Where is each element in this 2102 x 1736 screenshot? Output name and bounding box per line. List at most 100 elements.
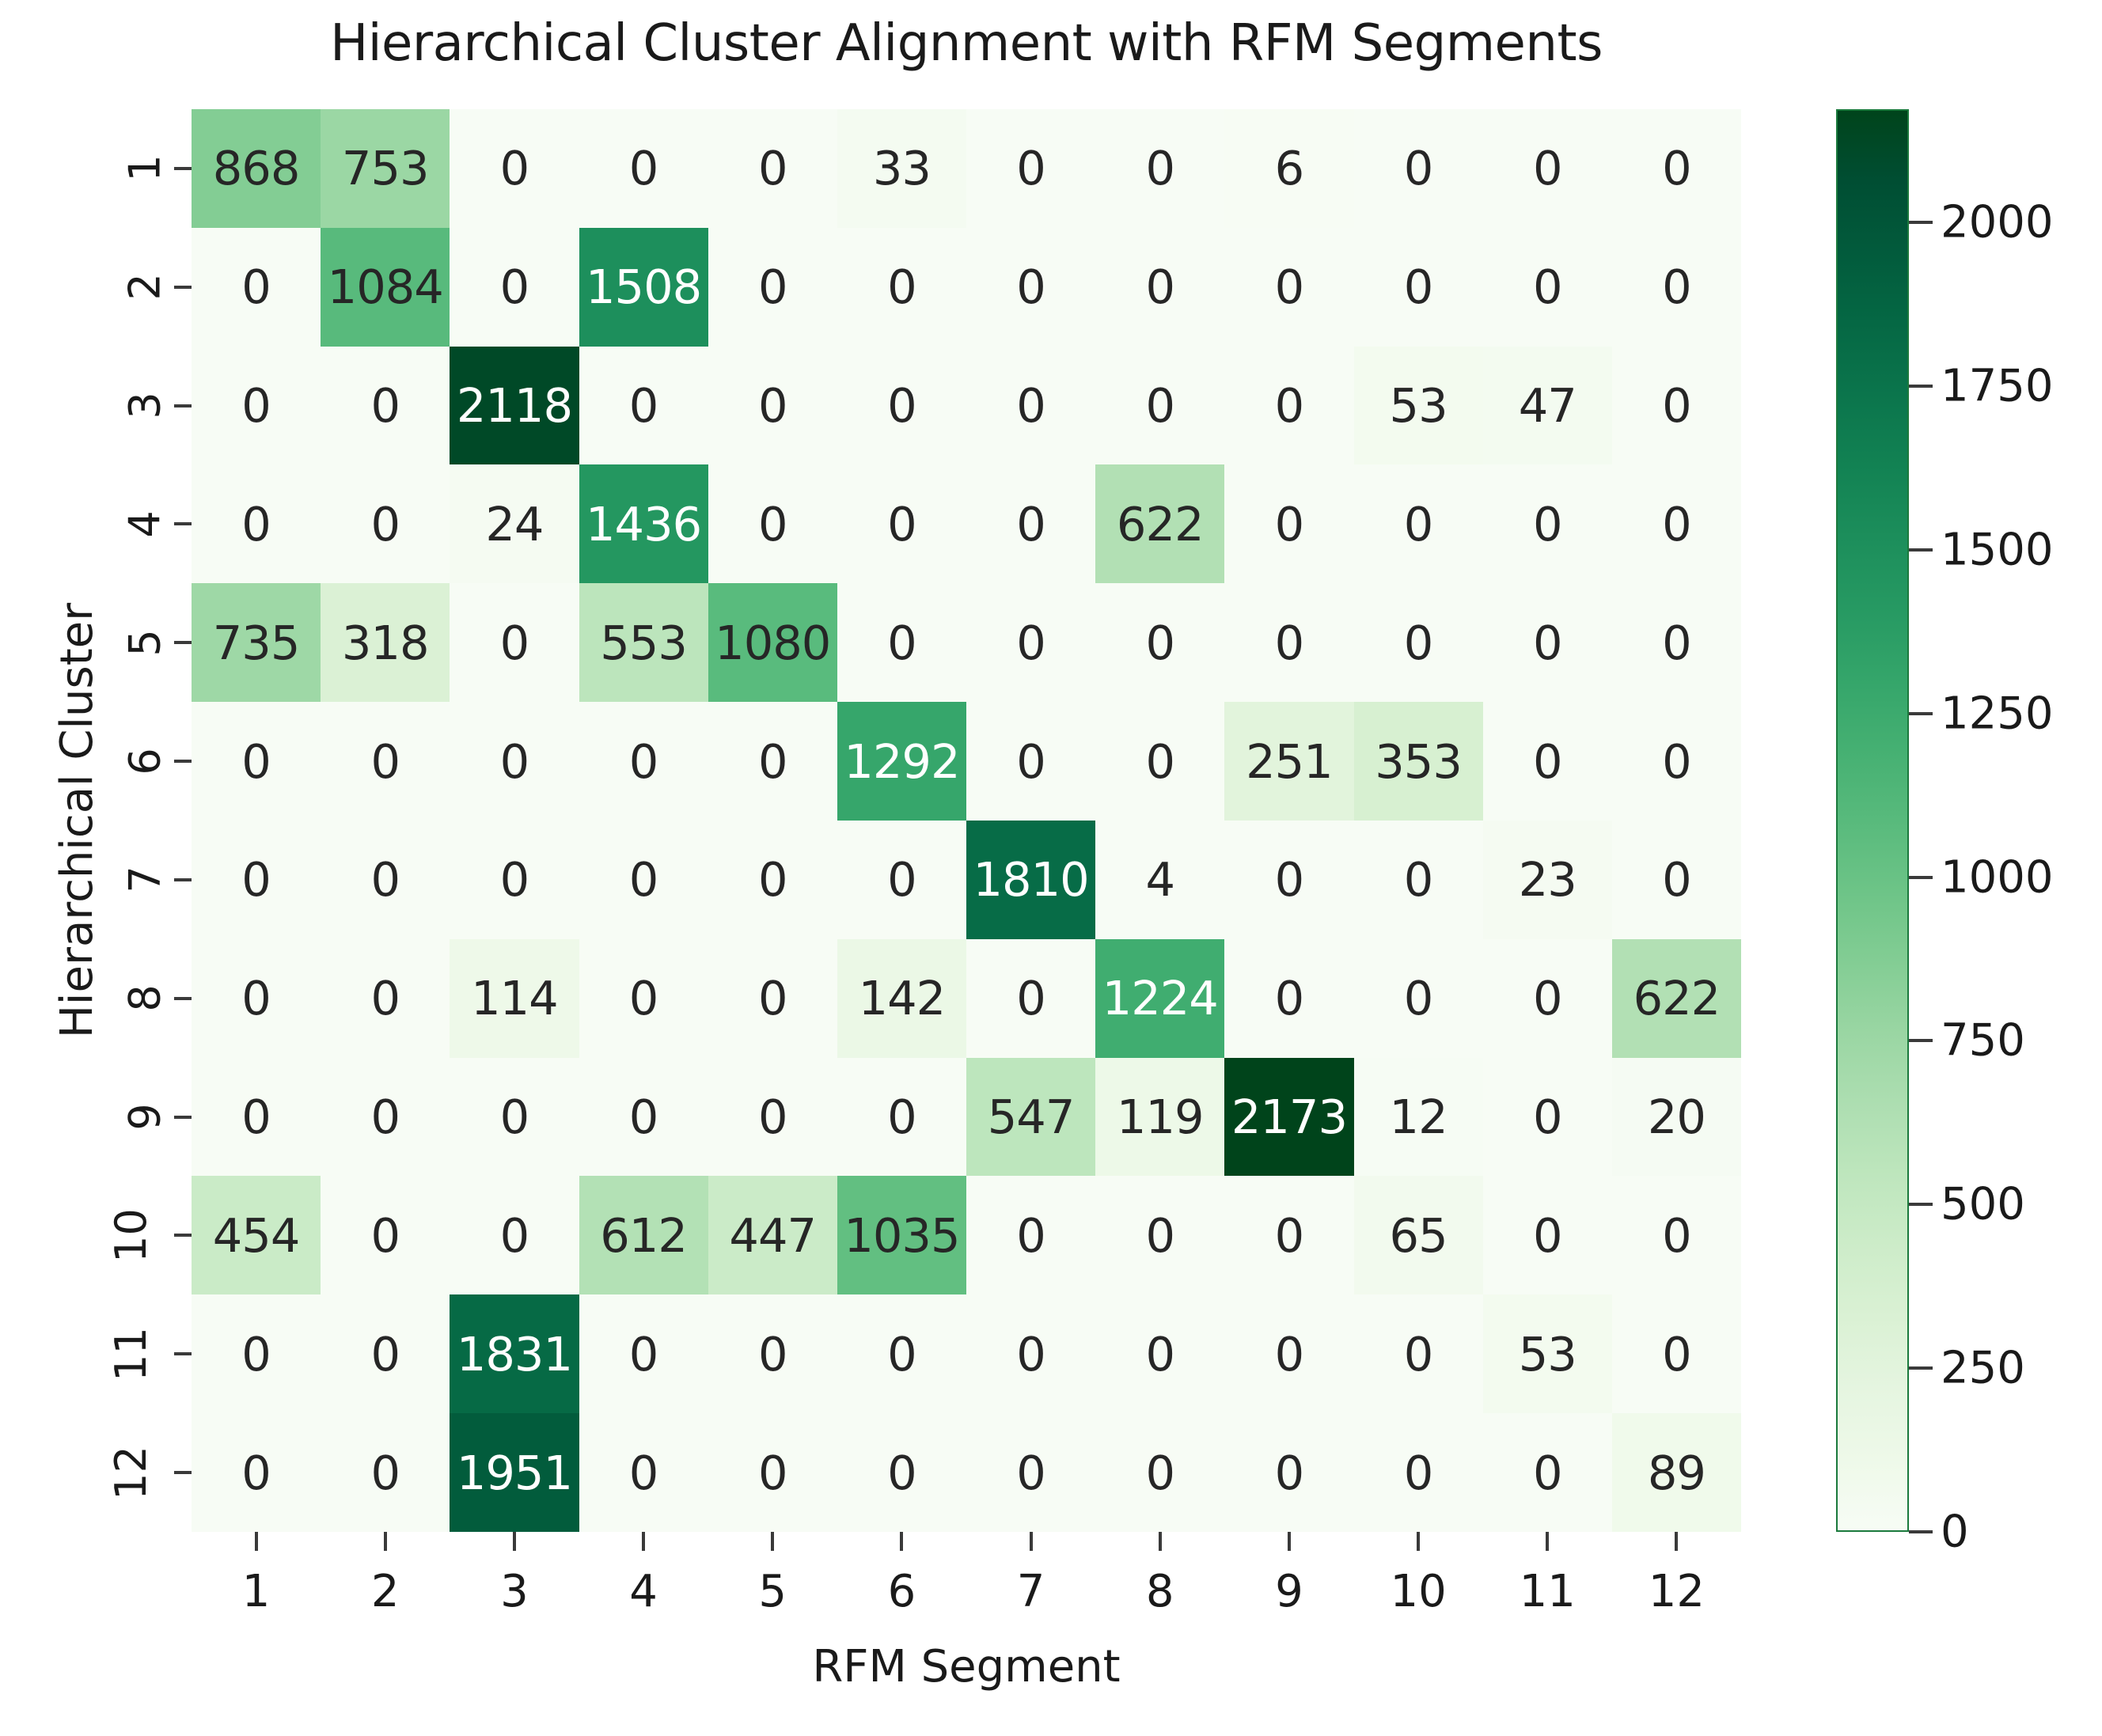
heatmap-cell: 0: [837, 346, 966, 465]
heatmap-cell-value: 65: [1389, 1207, 1448, 1263]
page-title: Hierarchical Cluster Alignment with RFM …: [330, 14, 1603, 73]
heatmap-cell-value: 0: [1145, 1207, 1175, 1263]
heatmap-cell-value: 0: [1145, 260, 1175, 315]
heatmap-cell-value: 0: [241, 496, 271, 552]
heatmap-cell: 0: [966, 464, 1096, 584]
heatmap-cell: 0: [1353, 583, 1483, 703]
heatmap-cell-value: 0: [628, 141, 659, 196]
heatmap-cell-value: 0: [499, 615, 530, 670]
heatmap-cell: 0: [966, 1176, 1096, 1295]
heatmap-cell: 0: [450, 820, 579, 939]
heatmap-cell-value: 0: [757, 1090, 788, 1145]
heatmap-cell-value: 0: [887, 615, 917, 670]
colorbar-tick-mark: [1909, 1366, 1933, 1370]
heatmap-cell: 0: [708, 820, 837, 939]
x-tick-label: 6: [887, 1565, 916, 1617]
heatmap-cell: 0: [966, 1413, 1096, 1532]
heatmap-cell-value: 0: [757, 733, 788, 789]
x-tick-mark: [708, 1532, 837, 1556]
heatmap-cell: 6: [1224, 109, 1354, 228]
y-tick-mark: [169, 583, 192, 702]
y-tick-label: 10: [87, 1176, 163, 1294]
x-tick-mark: [579, 1532, 708, 1556]
heatmap-cell-value: 1035: [844, 1207, 960, 1263]
heatmap-cell: 0: [1095, 346, 1225, 465]
heatmap-cell: 0: [708, 702, 837, 821]
y-tick-label: 3: [87, 347, 169, 465]
heatmap-cell-value: 1080: [715, 615, 831, 670]
heatmap-cell: 0: [321, 820, 450, 939]
heatmap-cell: 1436: [579, 464, 708, 584]
heatmap-cell: 0: [1095, 1413, 1225, 1532]
x-axis-label: RFM Segment: [812, 1641, 1121, 1692]
heatmap-cell-value: 114: [471, 971, 559, 1026]
heatmap-cell: 0: [1611, 109, 1741, 228]
heatmap-cell: 735: [192, 583, 321, 703]
colorbar: [1836, 109, 1909, 1532]
heatmap-cell-value: 0: [757, 1445, 788, 1500]
heatmap-cell-value: 0: [241, 733, 271, 789]
heatmap-cell: 0: [1482, 1176, 1612, 1295]
heatmap-cell-value: 0: [1532, 141, 1563, 196]
heatmap-cell-value: 0: [370, 733, 400, 789]
heatmap-cell-value: 0: [241, 852, 271, 908]
heatmap-cell-value: 0: [628, 378, 659, 434]
colorbar-ticks: [1909, 109, 1936, 1533]
heatmap-cell-value: 0: [241, 1326, 271, 1382]
colorbar-tick-mark: [1909, 711, 1933, 715]
x-tick-label: 10: [1390, 1565, 1447, 1617]
x-tick-label: 1: [241, 1565, 271, 1617]
heatmap-cell: 0: [192, 702, 321, 821]
heatmap-cell-value: 0: [499, 1207, 530, 1263]
y-axis-ticks: [169, 109, 192, 1532]
y-tick-label: 4: [87, 464, 169, 583]
heatmap-cell: 0: [1611, 702, 1741, 821]
heatmap-cell-value: 0: [370, 852, 400, 908]
colorbar-tick-mark: [1909, 1039, 1933, 1043]
heatmap-cell-value: 0: [887, 496, 917, 552]
heatmap-cell: 0: [321, 1176, 450, 1295]
y-tick-mark: [169, 1176, 192, 1294]
heatmap-cell-value: 0: [1532, 1090, 1563, 1145]
heatmap-cell-value: 0: [1016, 1207, 1046, 1263]
x-tick-mark: [1483, 1532, 1612, 1556]
y-tick-mark: [169, 228, 192, 347]
heatmap-cell-value: 0: [1662, 496, 1692, 552]
heatmap-cell: 0: [579, 109, 708, 228]
x-tick-label: 2: [370, 1565, 400, 1617]
heatmap-cell: 1224: [1095, 938, 1225, 1058]
heatmap-cell-value: 89: [1647, 1445, 1706, 1500]
colorbar-tick-mark: [1909, 385, 1933, 388]
heatmap-cell-value: 0: [241, 1445, 271, 1500]
heatmap-cell: 0: [192, 346, 321, 465]
heatmap-cell-value: 0: [370, 971, 400, 1026]
y-tick-mark: [169, 821, 192, 939]
heatmap-cell: 0: [1224, 464, 1354, 584]
heatmap-cell: 318: [321, 583, 450, 703]
x-tick-mark: [1612, 1532, 1741, 1556]
heatmap-cell-value: 0: [1662, 615, 1692, 670]
heatmap-cell: 0: [966, 702, 1096, 821]
heatmap-cell-value: 0: [1662, 1207, 1692, 1263]
heatmap-cell-value: 1436: [586, 496, 702, 552]
heatmap-cell-value: 33: [872, 141, 931, 196]
heatmap-cell-value: 1810: [973, 852, 1090, 908]
heatmap-cell: 447: [708, 1176, 837, 1295]
heatmap-cell-value: 622: [1116, 496, 1205, 552]
heatmap-cell: 0: [708, 1413, 837, 1532]
colorbar-tick-mark: [1909, 221, 1933, 225]
heatmap-cell: 0: [1482, 1057, 1612, 1177]
colorbar-tick-mark: [1909, 1203, 1933, 1207]
heatmap-cell: 142: [837, 938, 966, 1058]
colorbar-tick-label: 0: [1941, 1506, 1969, 1558]
heatmap-cell: 0: [708, 346, 837, 465]
heatmap-cell-value: 0: [1016, 141, 1046, 196]
heatmap-cell-value: 23: [1518, 852, 1577, 908]
heatmap-cell-value: 0: [1016, 615, 1046, 670]
heatmap-cell-value: 0: [1016, 1445, 1046, 1500]
heatmap-cell: 24: [450, 464, 579, 584]
heatmap-cell: 0: [450, 702, 579, 821]
colorbar-tick-label: 500: [1941, 1178, 2025, 1230]
heatmap-cell: 1810: [966, 820, 1096, 939]
